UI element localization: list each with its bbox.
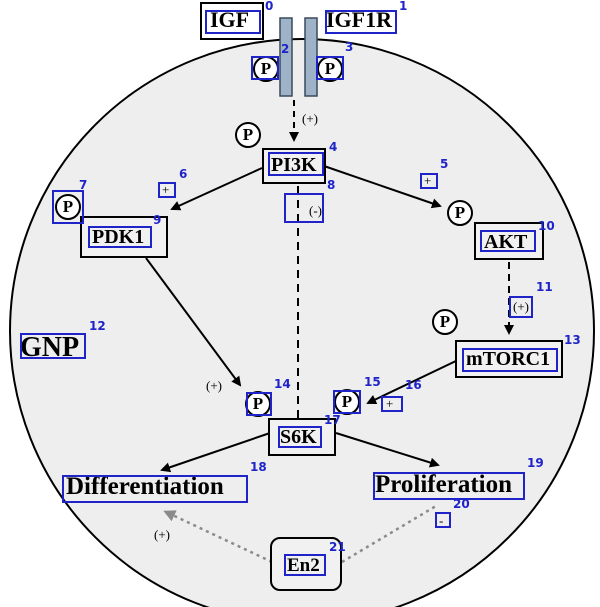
annotation-box-0 (205, 10, 261, 34)
annotation-box-15 (333, 390, 361, 414)
annotation-index-4: 4 (329, 140, 338, 154)
annotation-box-2 (251, 56, 279, 80)
annotation-box-6 (158, 182, 176, 198)
annotation-index-11: 11 (536, 280, 553, 294)
annotation-index-15: 15 (364, 375, 381, 389)
sign-pdk1-s6k: (+) (206, 378, 222, 393)
arrow-mtorc1-s6k (366, 359, 459, 405)
annotation-box-18 (62, 475, 248, 503)
sign-en2-differentiation: (+) (154, 527, 170, 542)
phospho-pi3k: P (235, 122, 261, 148)
receptor-bar-left (279, 17, 293, 97)
annotation-index-6: 6 (179, 167, 188, 181)
pi3k-label: PI3K (271, 154, 317, 176)
annotation-index-21: 21 (329, 540, 346, 554)
sign-en2-proliferation: - (439, 513, 444, 528)
annotation-index-8: 8 (327, 178, 336, 192)
annotation-index-18: 18 (250, 460, 267, 474)
annotation-box-21 (284, 554, 326, 576)
annotation-index-0: 0 (265, 0, 274, 13)
annotation-index-13: 13 (564, 333, 581, 347)
mtorc1-label: mTORC1 (466, 348, 551, 370)
annotation-box-19 (373, 472, 525, 500)
sign-akt-mtorc1: (+) (513, 299, 529, 314)
annotation-index-19: 19 (527, 456, 544, 470)
annotation-box-5 (420, 173, 438, 189)
annotation-index-16: 16 (405, 378, 422, 392)
annotation-index-17: 17 (324, 413, 341, 427)
annotation-box-1 (325, 10, 397, 34)
annotation-index-10: 10 (538, 219, 555, 233)
cell-membrane (9, 38, 595, 607)
sign-mtorc1-s6k: + (386, 396, 394, 411)
en2-box (270, 537, 342, 591)
arrow-pdk1-s6k (145, 257, 242, 387)
annotation-box-13 (462, 348, 558, 372)
phospho-akt: P (447, 200, 473, 226)
annotation-index-9: 9 (153, 213, 162, 227)
annotation-box-11 (509, 296, 533, 318)
annotation-box-4 (268, 152, 324, 176)
annotation-box-20 (435, 512, 451, 528)
igf1r-label: IGF1R (326, 7, 392, 32)
differentiation-label: Differentiation (66, 473, 224, 500)
annotation-index-7: 7 (79, 178, 88, 192)
akt-box (474, 222, 544, 260)
arrow-en2-differentiation (163, 510, 273, 564)
s6k-label: S6K (280, 426, 317, 448)
annotation-box-16 (381, 396, 403, 412)
pi3k-box (262, 148, 326, 184)
arrow-s6k-differentiation (160, 432, 271, 473)
sign-igf1r-pi3k: (+) (302, 111, 318, 126)
phospho-mtorc1: P (432, 309, 458, 335)
pdk1-box (80, 216, 168, 258)
arrow-s6k-proliferation (335, 432, 440, 468)
annotation-index-5: 5 (440, 157, 449, 171)
pdk1-label: PDK1 (92, 226, 145, 248)
phospho-pdk1: P (55, 194, 81, 220)
annotation-index-20: 20 (453, 497, 470, 511)
sign-pi3k-pdk1: + (162, 182, 170, 197)
annotation-box-12 (20, 333, 86, 359)
annotation-box-7 (52, 190, 84, 224)
annotation-box-14 (246, 392, 272, 416)
annotation-box-8 (284, 193, 324, 223)
sign-pi3k-s6k: (-) (309, 203, 322, 218)
annotation-box-17 (278, 426, 322, 448)
annotation-index-14: 14 (274, 377, 291, 391)
annotation-box-9 (88, 226, 152, 248)
akt-label: AKT (484, 231, 528, 253)
en2-label: En2 (287, 555, 320, 576)
gnp-label: GNP (20, 332, 80, 363)
arrow-pi3k-pdk1 (170, 167, 263, 211)
igf-label: IGF (210, 7, 250, 32)
annotation-index-12: 12 (89, 319, 106, 333)
annotation-box-3 (316, 56, 344, 80)
annotation-index-2: 2 (281, 42, 290, 56)
sign-pi3k-akt: + (424, 173, 432, 188)
arrow-pi3k-akt (323, 165, 442, 209)
proliferation-label: Proliferation (375, 471, 512, 498)
annotation-index-3: 3 (345, 40, 354, 54)
annotation-index-1: 1 (399, 0, 408, 13)
inhibit-en2-proliferation (341, 504, 437, 564)
annotation-box-10 (480, 230, 536, 252)
